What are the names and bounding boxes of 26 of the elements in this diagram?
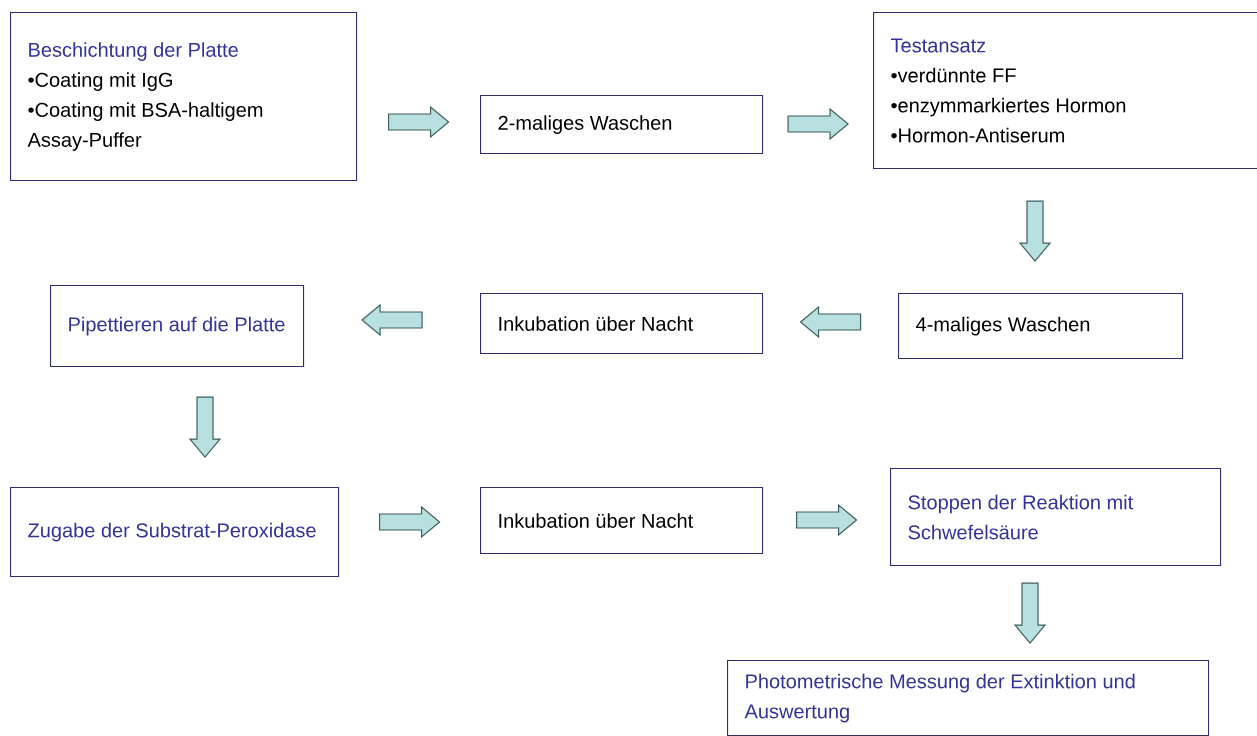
process-box [873, 12, 1257, 170]
process-box: Zugabe der Substrat-Peroxidase [10, 487, 340, 578]
block-arrow [387, 105, 450, 139]
block-arrow [361, 303, 423, 337]
bullet-item: •Coating mit IgG [28, 72, 172, 91]
step-heading: Testansatz [891, 38, 986, 53]
block-arrow [188, 396, 222, 458]
process-box: Photometrische Messung der Extinktion und Auswertung [727, 660, 1210, 736]
bullet-item: •verdünnte FF [891, 67, 1016, 83]
bullet-item: •Hormon-Antiserum [891, 127, 1065, 143]
bullet-item: •enzymmarkiertes Hormon [891, 97, 1126, 117]
process-box [10, 12, 358, 182]
step-heading: Beschichtung der Platte [29, 42, 238, 61]
process-box: Inkubation über Nacht [480, 293, 764, 355]
process-box: 4-maliges Waschen [898, 293, 1184, 360]
process-box: Inkubation über Nacht [480, 487, 764, 555]
block-arrow [1018, 200, 1052, 262]
block-arrow [787, 107, 849, 141]
block-arrow [799, 305, 862, 339]
block-arrow [795, 503, 858, 537]
bullet-item: •Coating mit BSA-haltigem Assay-Puffer [27, 102, 263, 151]
process-box: Stoppen der Reaktion mit Schwefelsäure [890, 468, 1222, 567]
process-box: Pipettieren auf die Platte [50, 285, 305, 368]
block-arrow [1013, 582, 1047, 644]
process-box: 2-maliges Waschen [480, 95, 764, 155]
block-arrow [378, 505, 441, 539]
